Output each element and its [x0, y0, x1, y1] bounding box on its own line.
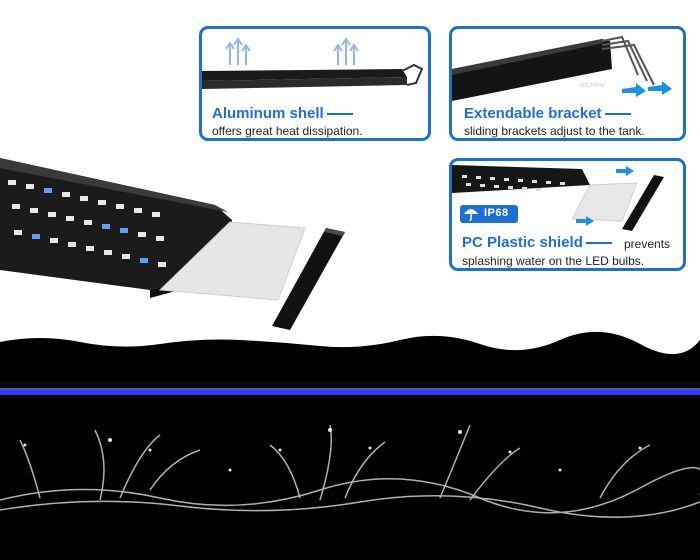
shield-illustration	[452, 165, 664, 231]
card-title-aluminum: Aluminum shell	[212, 105, 324, 122]
aluminum-shell-illustration	[202, 37, 424, 89]
brand-logo: NICREW	[580, 83, 605, 89]
pc-shield-panel	[158, 221, 306, 301]
umbrella-icon	[464, 209, 478, 221]
water-splash	[0, 424, 700, 518]
feature-card-aluminum: Aluminum shell offers great heat dissipa…	[199, 26, 431, 141]
heat-arrows-icon	[225, 37, 359, 65]
card-desc-shield-inline: prevents	[624, 237, 671, 251]
end-cap	[272, 228, 345, 330]
ip68-badge: IP68	[460, 205, 518, 223]
bracket-illustration: NICREW	[452, 35, 672, 101]
slide-arrow-icon	[622, 81, 672, 97]
feature-card-shield: IP68 PC Plastic shield prevents splashin…	[449, 158, 686, 271]
card-title-shield: PC Plastic shield	[462, 234, 583, 251]
card-desc-bracket: sliding brackets adjust to the tank.	[464, 124, 645, 138]
led-blue-strip	[0, 390, 700, 395]
card-desc-shield-line2: splashing water on the LED bulbs.	[462, 254, 645, 268]
water-splash-scene	[0, 331, 700, 560]
main-led-fixture	[0, 158, 345, 330]
feature-card-bracket: NICREW Extendable bracket sliding bracke…	[449, 26, 686, 141]
card-desc-aluminum: offers great heat dissipation.	[212, 124, 363, 138]
card-title-bracket: Extendable bracket	[464, 105, 602, 122]
ip68-badge-text: IP68	[484, 207, 509, 219]
